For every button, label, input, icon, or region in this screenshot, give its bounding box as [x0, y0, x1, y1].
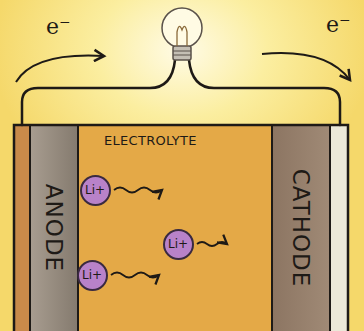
cathode-band: CATHODE	[272, 125, 330, 331]
ion-label: Li+	[82, 268, 102, 282]
battery-outline	[14, 125, 348, 331]
lithium-ion: Li+	[77, 260, 108, 291]
ion-label: Li+	[168, 237, 188, 251]
anode-fill	[30, 125, 78, 331]
wire	[22, 60, 340, 125]
ion-motion-arrow	[111, 188, 227, 278]
electrode-label: CATHODE	[288, 169, 314, 288]
electron-flow-arrow	[16, 53, 350, 82]
light-bulb	[162, 8, 202, 60]
region-label: ELECTROLYTE	[104, 133, 197, 148]
cathode-fill	[272, 125, 330, 331]
electron-label: e⁻	[46, 14, 71, 39]
electrolyte-fill	[78, 125, 272, 331]
lithium-ion: Li+	[80, 175, 111, 206]
electrolyte-region: ELECTROLYTE Li+ Li+ Li+	[78, 125, 272, 331]
anode-band: ANODE	[30, 125, 78, 331]
electrode-label: ANODE	[41, 184, 67, 272]
electron-label: e⁻	[326, 12, 351, 37]
current-collector	[14, 125, 30, 331]
lithium-ion: Li+	[163, 229, 194, 260]
ion-label: Li+	[85, 183, 105, 197]
current-collector	[330, 125, 348, 331]
